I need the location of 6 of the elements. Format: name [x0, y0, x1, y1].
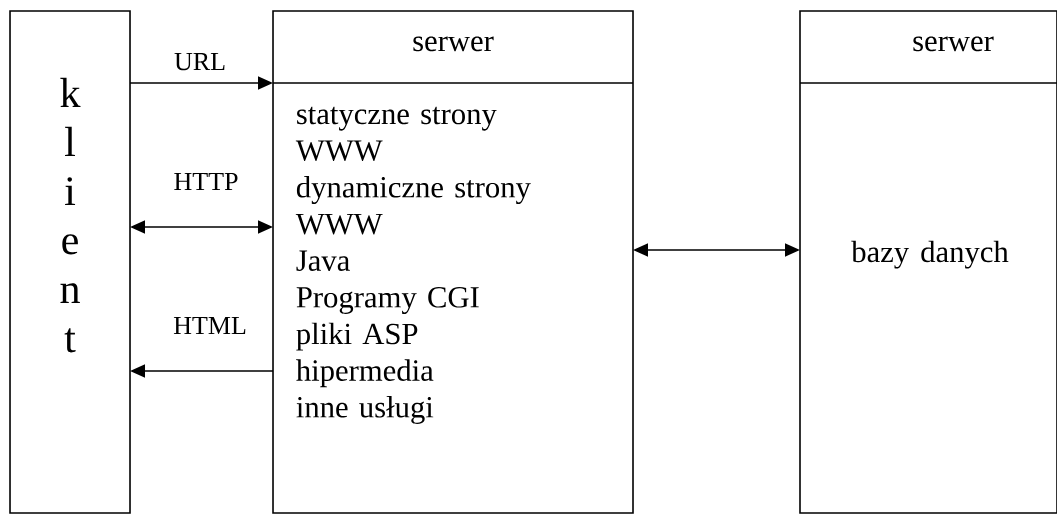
edge-label: HTTP	[174, 172, 238, 190]
edge-label: HTML	[173, 316, 246, 334]
server-box: serwer statyczne strony WWW dynamiczne strony WWW Java Programy CGI pliki ASP hipermedia inne usługi	[272, 10, 634, 514]
edge-label: URL	[174, 53, 225, 71]
server-box: serwer bazy danych	[799, 10, 1057, 514]
client-box: klient	[9, 10, 131, 514]
